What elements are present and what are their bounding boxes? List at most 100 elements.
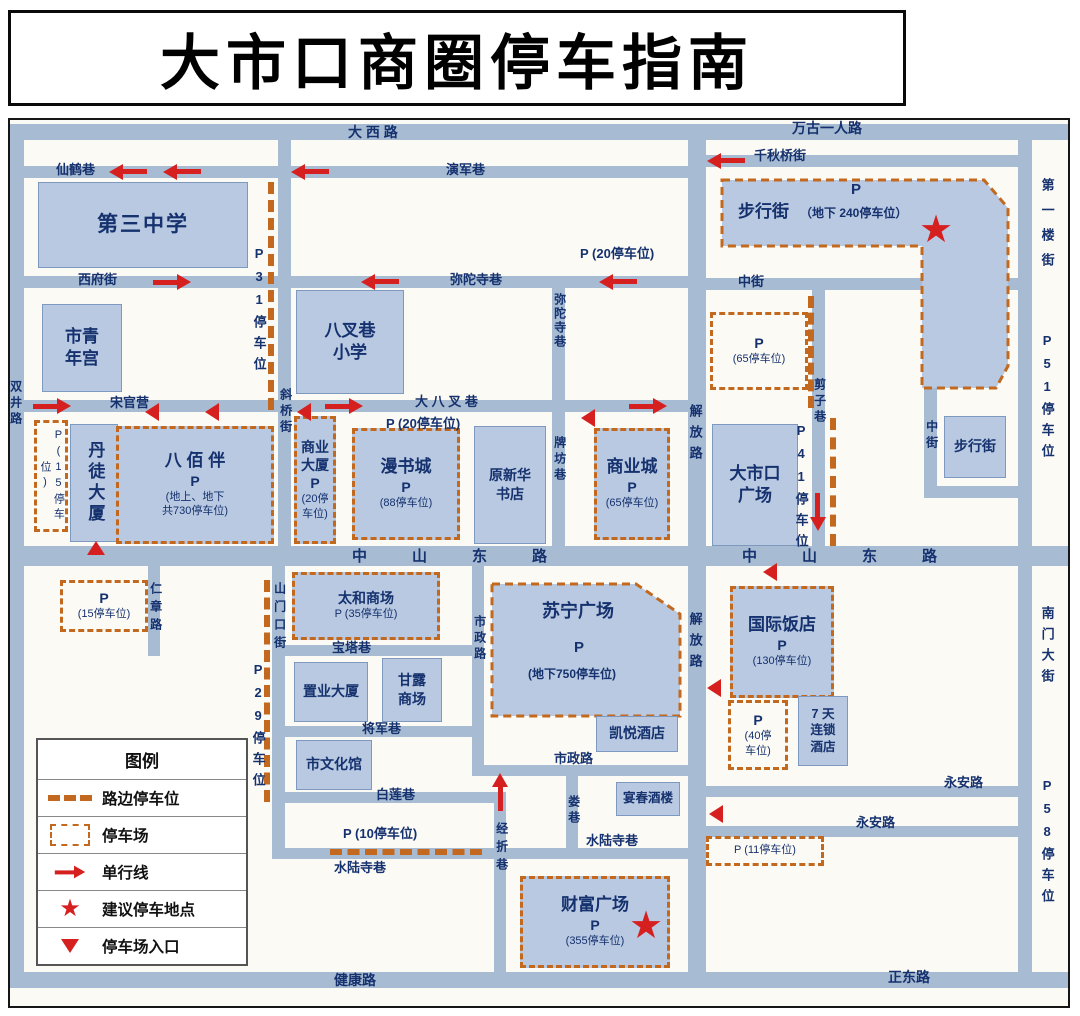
manshucheng-label: 漫书城 <box>380 457 432 477</box>
fortune-plaza-label: 财富广场 <box>561 895 629 915</box>
dashikou-plaza-label: 大市口 <box>729 463 781 483</box>
parking-label: 苏宁广场 <box>542 601 614 621</box>
road <box>698 786 1030 797</box>
dashikou-plaza: 大市口广场 <box>712 424 798 546</box>
street-label: 宝塔巷 <box>332 640 372 655</box>
city-youth-palace-label: 年宫 <box>65 348 99 368</box>
street-label: 弥陀寺巷 <box>450 272 503 287</box>
street-label: 宋官营 <box>110 395 150 410</box>
pedestrian-street-small: 步行街 <box>944 416 1006 478</box>
street-label: 山门口街 <box>272 582 287 654</box>
street-label: 牌坊巷 <box>552 436 567 484</box>
parking-entrance-icon <box>145 403 159 421</box>
street-label: 正东路 <box>888 969 930 985</box>
one-way-arrow-icon <box>492 773 508 811</box>
legend-label: 单行线 <box>102 865 149 882</box>
parking-label: （地下 240停车位） <box>800 206 908 220</box>
parking-lot-40-label: 车位) <box>745 744 771 757</box>
title-box: 大市口商圈停车指南 <box>8 10 906 106</box>
recommended-parking-star-icon: ★ <box>629 905 664 947</box>
parking-lot-11-label: P (11停车位) <box>734 844 796 857</box>
street-label: 演军巷 <box>446 162 486 177</box>
parking-entrance-icon <box>297 403 311 421</box>
suning-plaza-block <box>488 580 684 720</box>
one-way-arrow-icon <box>599 274 637 290</box>
legend-rows: 路边停车位停车场单行线 ★建议停车地点停车场入口 <box>38 779 246 964</box>
street-label: 剪子巷 <box>812 378 827 426</box>
fortune-plaza-label: (355停车位) <box>565 935 625 948</box>
fortune-plaza-label: P <box>590 917 600 934</box>
zhiye-building: 置业大厦 <box>294 662 368 722</box>
road <box>272 645 483 656</box>
parking-label: P <box>574 639 585 656</box>
kaiyue-hotel: 凯悦酒店 <box>596 716 678 752</box>
manshucheng-label: (88停车位) <box>379 497 433 510</box>
legend-entrance-icon <box>38 939 102 953</box>
street-label: 大 八 叉 巷 <box>415 394 478 409</box>
road <box>272 792 506 803</box>
babaiban-label: (地上、地下 <box>165 491 225 503</box>
parking-lot-65: P(65停车位) <box>710 312 808 390</box>
roadside-parking-dash <box>830 418 836 546</box>
commercial-building-label: P <box>310 475 320 492</box>
legend-item-star: ★建议停车地点 <box>38 890 246 927</box>
road <box>10 124 1068 140</box>
bachaxiang-primary-school: 八叉巷小学 <box>296 290 404 394</box>
street-label: 解放路 <box>687 612 703 675</box>
street-label: 中山东路 <box>742 548 983 565</box>
road <box>10 124 24 988</box>
street-label: 将军巷 <box>362 721 402 736</box>
street-label: 仁章路 <box>148 582 163 636</box>
ganlu-mall-label: 商场 <box>398 690 426 707</box>
city-youth-palace: 市青年宫 <box>42 304 122 392</box>
parking-lot-40-label: P <box>753 712 763 729</box>
parking-label: (地下750停车位) <box>528 667 617 681</box>
ganlu-mall-label: 甘露 <box>398 672 426 689</box>
parking-lot-15-renzhang-label: P <box>99 590 109 607</box>
legend-label: 停车场入口 <box>102 939 180 956</box>
parking-label: P41停车位 <box>793 423 809 555</box>
parking-lot-65-label: P <box>754 335 764 352</box>
road <box>10 972 1068 988</box>
parking-label: P58停车位 <box>1039 778 1055 910</box>
one-way-arrow-icon <box>33 398 71 414</box>
street-label: 市政路 <box>554 751 594 766</box>
legend-item-oneway: 单行线 <box>38 853 246 890</box>
road <box>812 290 825 548</box>
street-label: 大 西 路 <box>348 124 398 140</box>
bachaxiang-primary-school-label: 小学 <box>333 342 367 362</box>
ganlu-mall: 甘露商场 <box>382 658 442 722</box>
street-label: 永安路 <box>856 815 896 830</box>
street-label: 经折巷 <box>494 822 509 876</box>
road <box>1018 124 1032 988</box>
legend-lot-icon <box>38 824 102 846</box>
street-label: 白莲巷 <box>376 787 416 802</box>
one-way-arrow-icon <box>163 164 201 180</box>
yanchun-restaurant-label: 宴春酒楼 <box>622 791 673 806</box>
no3-middle-school: 第三中学 <box>38 182 248 268</box>
commercial-building-label: 车位) <box>302 507 328 520</box>
dantu-building-label: 丹徒大厦 <box>85 441 105 525</box>
commercial-building-label: (20停 <box>301 493 329 506</box>
legend-label: 路边停车位 <box>102 791 180 808</box>
street-label: 第一楼街 <box>1039 178 1055 278</box>
yanchun-restaurant: 宴春酒楼 <box>616 782 680 816</box>
one-way-arrow-icon <box>291 164 329 180</box>
seven-days-inn: 7 天连锁酒店 <box>798 696 848 766</box>
road <box>688 124 706 988</box>
city-cultural-center-label: 市文化馆 <box>306 756 362 773</box>
shangyecheng-label: (65停车位) <box>605 497 659 510</box>
road <box>478 765 698 776</box>
legend-item-lot: 停车场 <box>38 816 246 853</box>
street-label: 弥陀寺巷 <box>552 293 567 349</box>
pedestrian-street-small-label: 步行街 <box>954 438 996 455</box>
one-way-arrow-icon <box>629 398 667 414</box>
parking-lot-40-label: (40停 <box>744 730 772 743</box>
city-cultural-center: 市文化馆 <box>296 740 372 790</box>
